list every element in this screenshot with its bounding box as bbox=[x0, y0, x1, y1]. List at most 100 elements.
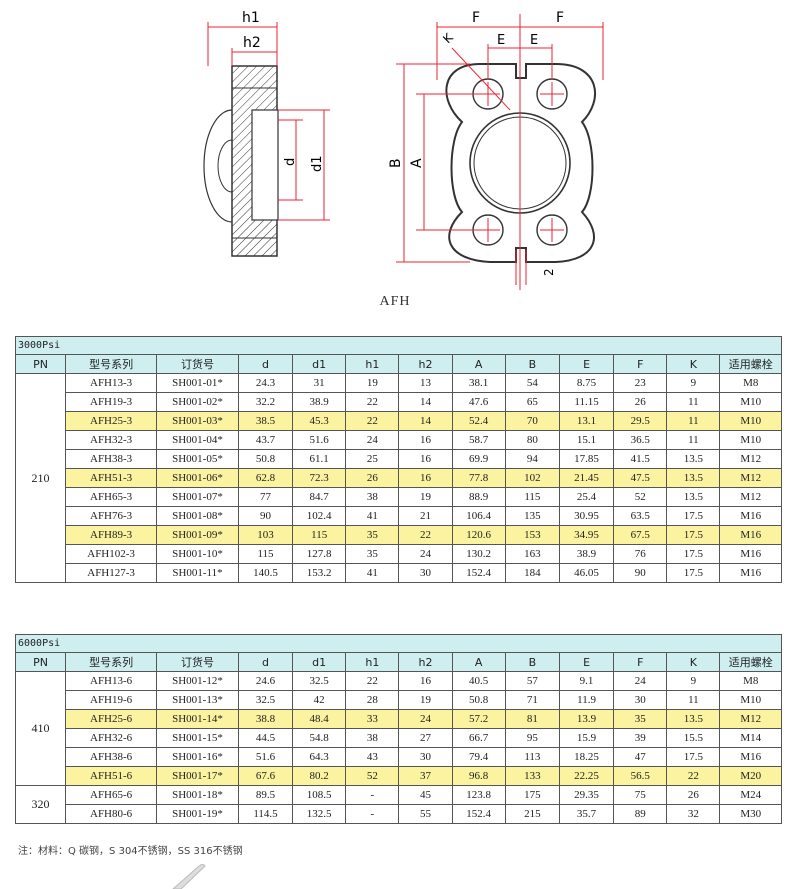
table-cell: 35 bbox=[345, 525, 400, 545]
dim-a-label: A bbox=[409, 158, 425, 168]
column-header: B bbox=[504, 354, 560, 374]
column-header: K bbox=[666, 652, 721, 672]
table-cell: AFH32-3 bbox=[65, 430, 158, 450]
table-cell: 153 bbox=[504, 525, 560, 545]
table-cell: 79.4 bbox=[451, 747, 506, 767]
table-cell: M10 bbox=[719, 411, 782, 431]
table-cell: 65 bbox=[504, 392, 560, 412]
table-cell: 123.8 bbox=[451, 785, 506, 805]
table-cell: 41 bbox=[345, 506, 400, 526]
table-cell: 16 bbox=[398, 468, 453, 488]
table-cell: 42 bbox=[292, 690, 347, 710]
table-cell: M16 bbox=[719, 506, 782, 526]
column-header: E bbox=[558, 354, 615, 374]
column-header: h1 bbox=[345, 652, 400, 672]
table-cell: 115 bbox=[292, 525, 347, 545]
table-cell: AFH80-6 bbox=[65, 804, 158, 824]
table-cell: SH001-09* bbox=[156, 525, 239, 545]
table-cell: 15.5 bbox=[666, 728, 721, 748]
table-cell: 24.3 bbox=[237, 373, 294, 393]
table-cell: 115 bbox=[504, 487, 560, 507]
table-cell: 51.6 bbox=[237, 747, 294, 767]
table-cell: 38.9 bbox=[558, 544, 615, 564]
table-cell: 13.9 bbox=[558, 709, 615, 729]
table-cell: AFH51-6 bbox=[65, 766, 158, 786]
dim-b-label: B bbox=[388, 158, 404, 168]
table-cell: 38 bbox=[345, 728, 400, 748]
table-cell: 33 bbox=[345, 709, 400, 729]
dim-k-label: K bbox=[440, 30, 456, 46]
column-header: PN bbox=[14, 652, 67, 672]
table-cell: 67.5 bbox=[613, 525, 668, 545]
table-cell: AFH19-6 bbox=[65, 690, 158, 710]
table-cell: 130.2 bbox=[451, 544, 506, 564]
table-cell: SH001-19* bbox=[156, 804, 239, 824]
table-cell: 38.9 bbox=[292, 392, 347, 412]
table-cell: 19 bbox=[398, 690, 453, 710]
table-cell: 57 bbox=[504, 671, 560, 691]
table-cell: M12 bbox=[719, 487, 782, 507]
table-cell: 153.2 bbox=[292, 563, 347, 583]
table-title: 6000Psi bbox=[15, 634, 782, 653]
table-cell: M10 bbox=[719, 430, 782, 450]
figure-caption: AFH bbox=[379, 294, 411, 309]
table-cell: SH001-13* bbox=[156, 690, 239, 710]
table-cell: 103 bbox=[237, 525, 294, 545]
table-cell: 127.8 bbox=[292, 544, 347, 564]
column-header: F bbox=[613, 652, 668, 672]
table-cell: 21 bbox=[398, 506, 453, 526]
table-cell: 29.35 bbox=[558, 785, 615, 805]
table-cell: 23 bbox=[613, 373, 668, 393]
table-cell: 13.5 bbox=[666, 709, 721, 729]
table-cell: AFH32-6 bbox=[65, 728, 158, 748]
table-cell: 11.9 bbox=[558, 690, 615, 710]
dim-d1-label: d1 bbox=[310, 155, 325, 172]
table-cell: SH001-18* bbox=[156, 785, 239, 805]
table-cell: 11.15 bbox=[558, 392, 615, 412]
dim-h2-label: h2 bbox=[243, 35, 261, 51]
table-cell: 13 bbox=[398, 373, 453, 393]
table-cell: 89 bbox=[613, 804, 668, 824]
table-cell: 184 bbox=[504, 563, 560, 583]
table-cell: 50.8 bbox=[451, 690, 506, 710]
table-cell: 120.6 bbox=[451, 525, 506, 545]
table-cell: 30 bbox=[613, 690, 668, 710]
table-cell: 81 bbox=[504, 709, 560, 729]
column-header: d bbox=[237, 652, 294, 672]
table-cell: 32.5 bbox=[237, 690, 294, 710]
table-cell: 17.5 bbox=[666, 747, 721, 767]
table-cell: 38.5 bbox=[237, 411, 294, 431]
table-cell: 114.5 bbox=[237, 804, 294, 824]
table-cell: 54.8 bbox=[292, 728, 347, 748]
column-header: h2 bbox=[398, 354, 453, 374]
table-cell: 71 bbox=[504, 690, 560, 710]
table-cell: 66.7 bbox=[451, 728, 506, 748]
table-cell: 22 bbox=[345, 411, 400, 431]
table-cell: AFH102-3 bbox=[65, 544, 158, 564]
table-cell: 52.4 bbox=[451, 411, 506, 431]
table-cell: 14 bbox=[398, 411, 453, 431]
table-cell: 27 bbox=[398, 728, 453, 748]
table-cell: 46.05 bbox=[558, 563, 615, 583]
table-cell: 43 bbox=[345, 747, 400, 767]
table-cell: 22 bbox=[666, 766, 721, 786]
table-cell: 102.4 bbox=[292, 506, 347, 526]
table-cell: 24.6 bbox=[237, 671, 294, 691]
table-cell: 11 bbox=[666, 411, 721, 431]
column-header: E bbox=[558, 652, 615, 672]
table-cell: 37 bbox=[398, 766, 453, 786]
table-cell: SH001-12* bbox=[156, 671, 239, 691]
table-cell: SH001-02* bbox=[156, 392, 239, 412]
table-cell: SH001-08* bbox=[156, 506, 239, 526]
table-cell: 47.5 bbox=[613, 468, 668, 488]
table-cell: 62.8 bbox=[237, 468, 294, 488]
column-header: K bbox=[666, 354, 721, 374]
table-cell: 72.3 bbox=[292, 468, 347, 488]
column-header: d1 bbox=[292, 354, 347, 374]
table-cell: AFH13-6 bbox=[65, 671, 158, 691]
